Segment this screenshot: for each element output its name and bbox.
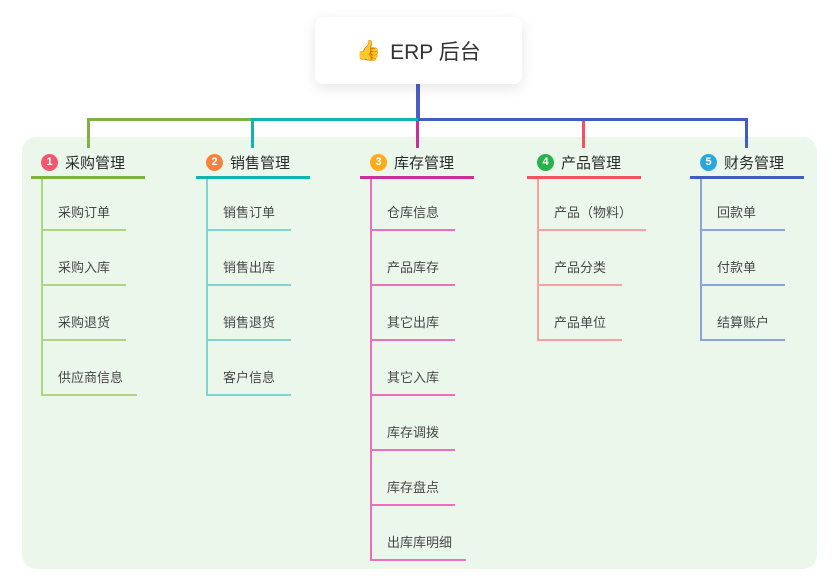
- child-node[interactable]: 库存调拨: [370, 423, 455, 451]
- branch-label: 库存管理: [394, 154, 455, 172]
- badge-1: 1: [41, 153, 58, 171]
- child-node[interactable]: 付款单: [700, 258, 785, 286]
- branch-trunk: [537, 179, 539, 341]
- child-node[interactable]: 出库库明细: [370, 533, 467, 561]
- branch-header-purchase[interactable]: 1 采购管理: [31, 148, 146, 179]
- child-node[interactable]: 其它出库: [370, 313, 455, 341]
- branch-header-product[interactable]: 4 产品管理: [527, 148, 642, 179]
- child-node[interactable]: 产品（物料）: [537, 203, 647, 231]
- connector-root-drop: [416, 84, 420, 118]
- branch-trunk: [206, 179, 208, 396]
- root-node-label: ERP 后台: [390, 40, 481, 64]
- branch-label: 销售管理: [230, 154, 291, 172]
- branch-label: 财务管理: [724, 154, 785, 172]
- connector-branch2-drop: [251, 118, 254, 148]
- branch-label: 采购管理: [65, 154, 126, 172]
- child-node[interactable]: 产品库存: [370, 258, 455, 286]
- badge-2: 2: [206, 153, 223, 171]
- connector-branch5-drop: [745, 118, 748, 148]
- connector-branch5-horizontal: [418, 118, 748, 121]
- badge-4: 4: [537, 153, 554, 171]
- connector-branch3-drop: [416, 121, 419, 148]
- branch-trunk: [41, 179, 43, 396]
- thumbs-up-icon: 👍: [356, 40, 382, 62]
- connector-branch1-horizontal: [87, 118, 253, 121]
- root-node[interactable]: 👍 ERP 后台: [315, 17, 522, 84]
- badge-3: 3: [370, 153, 387, 171]
- child-node[interactable]: 销售出库: [206, 258, 291, 286]
- child-node[interactable]: 仓库信息: [370, 203, 455, 231]
- branch-header-sales[interactable]: 2 销售管理: [196, 148, 311, 179]
- branch-trunk: [700, 179, 702, 341]
- child-node[interactable]: 采购入库: [41, 258, 126, 286]
- child-node[interactable]: 其它入库: [370, 368, 455, 396]
- child-node[interactable]: 供应商信息: [41, 368, 138, 396]
- branch-trunk: [370, 179, 372, 561]
- child-node[interactable]: 销售订单: [206, 203, 291, 231]
- connector-branch2-horizontal: [251, 118, 418, 121]
- child-node[interactable]: 采购订单: [41, 203, 126, 231]
- branches-panel: [22, 137, 817, 569]
- child-node[interactable]: 销售退货: [206, 313, 291, 341]
- child-node[interactable]: 结算账户: [700, 313, 785, 341]
- child-node[interactable]: 产品分类: [537, 258, 622, 286]
- branch-header-finance[interactable]: 5 财务管理: [690, 148, 805, 179]
- child-node[interactable]: 产品单位: [537, 313, 622, 341]
- child-node[interactable]: 采购退货: [41, 313, 126, 341]
- child-node[interactable]: 库存盘点: [370, 478, 455, 506]
- badge-5: 5: [700, 153, 717, 171]
- connector-branch4-drop: [582, 121, 585, 148]
- branch-header-inventory[interactable]: 3 库存管理: [360, 148, 475, 179]
- connector-branch1-drop: [87, 118, 90, 148]
- child-node[interactable]: 客户信息: [206, 368, 291, 396]
- branch-label: 产品管理: [561, 154, 622, 172]
- child-node[interactable]: 回款单: [700, 203, 785, 231]
